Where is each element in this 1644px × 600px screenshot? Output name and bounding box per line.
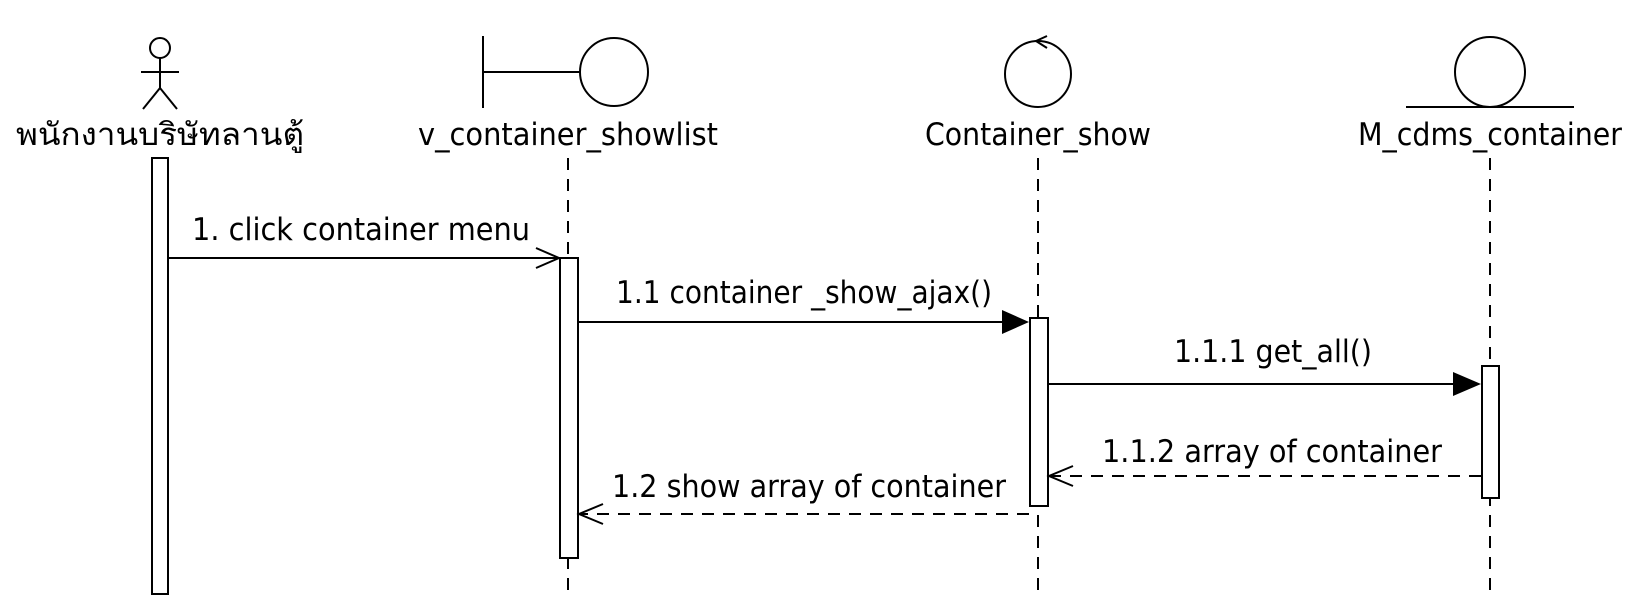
message-1: 1. click container menu bbox=[169, 212, 562, 269]
filled-arrowhead-icon bbox=[1453, 372, 1481, 396]
message-label-4: 1.1.2 array of container bbox=[1102, 434, 1442, 470]
activation-bar-model bbox=[1481, 365, 1500, 499]
open-arrowhead-icon bbox=[1046, 465, 1074, 487]
actor-employee: พนักงานบริษัทลานตู้ bbox=[16, 37, 304, 595]
participant-model: M_cdms_container bbox=[1358, 36, 1622, 590]
message-label-3: 1.1.1 get_all() bbox=[1174, 334, 1372, 370]
open-arrowhead-icon bbox=[576, 503, 604, 525]
actor-stick-figure-icon bbox=[141, 37, 179, 110]
activation-bar-controller bbox=[1029, 317, 1049, 507]
message-label-5: 1.2 show array of container bbox=[612, 469, 1006, 505]
entity-icon bbox=[1406, 36, 1574, 108]
activation-bar-view bbox=[559, 257, 579, 559]
control-icon bbox=[1004, 35, 1072, 108]
participant-label-controller: Container_show bbox=[925, 117, 1151, 153]
participant-label-employee: พนักงานบริษัทลานตู้ bbox=[16, 117, 304, 153]
message-4: 1.1.2 array of container bbox=[1046, 434, 1481, 487]
message-2: 1.1 container _show_ajax() bbox=[578, 275, 1029, 334]
participant-label-model: M_cdms_container bbox=[1358, 117, 1622, 153]
boundary-icon bbox=[482, 36, 649, 108]
participant-view: v_container_showlist bbox=[418, 36, 718, 590]
open-arrowhead-icon bbox=[535, 247, 562, 269]
message-5: 1.2 show array of container bbox=[576, 469, 1029, 525]
filled-arrowhead-icon bbox=[1002, 310, 1029, 334]
message-3: 1.1.1 get_all() bbox=[1048, 334, 1481, 396]
activation-bar-employee bbox=[151, 157, 169, 595]
message-label-1: 1. click container menu bbox=[192, 212, 530, 248]
participant-label-view: v_container_showlist bbox=[418, 117, 718, 153]
message-label-2: 1.1 container _show_ajax() bbox=[616, 275, 992, 311]
participant-controller: Container_show bbox=[925, 35, 1151, 590]
